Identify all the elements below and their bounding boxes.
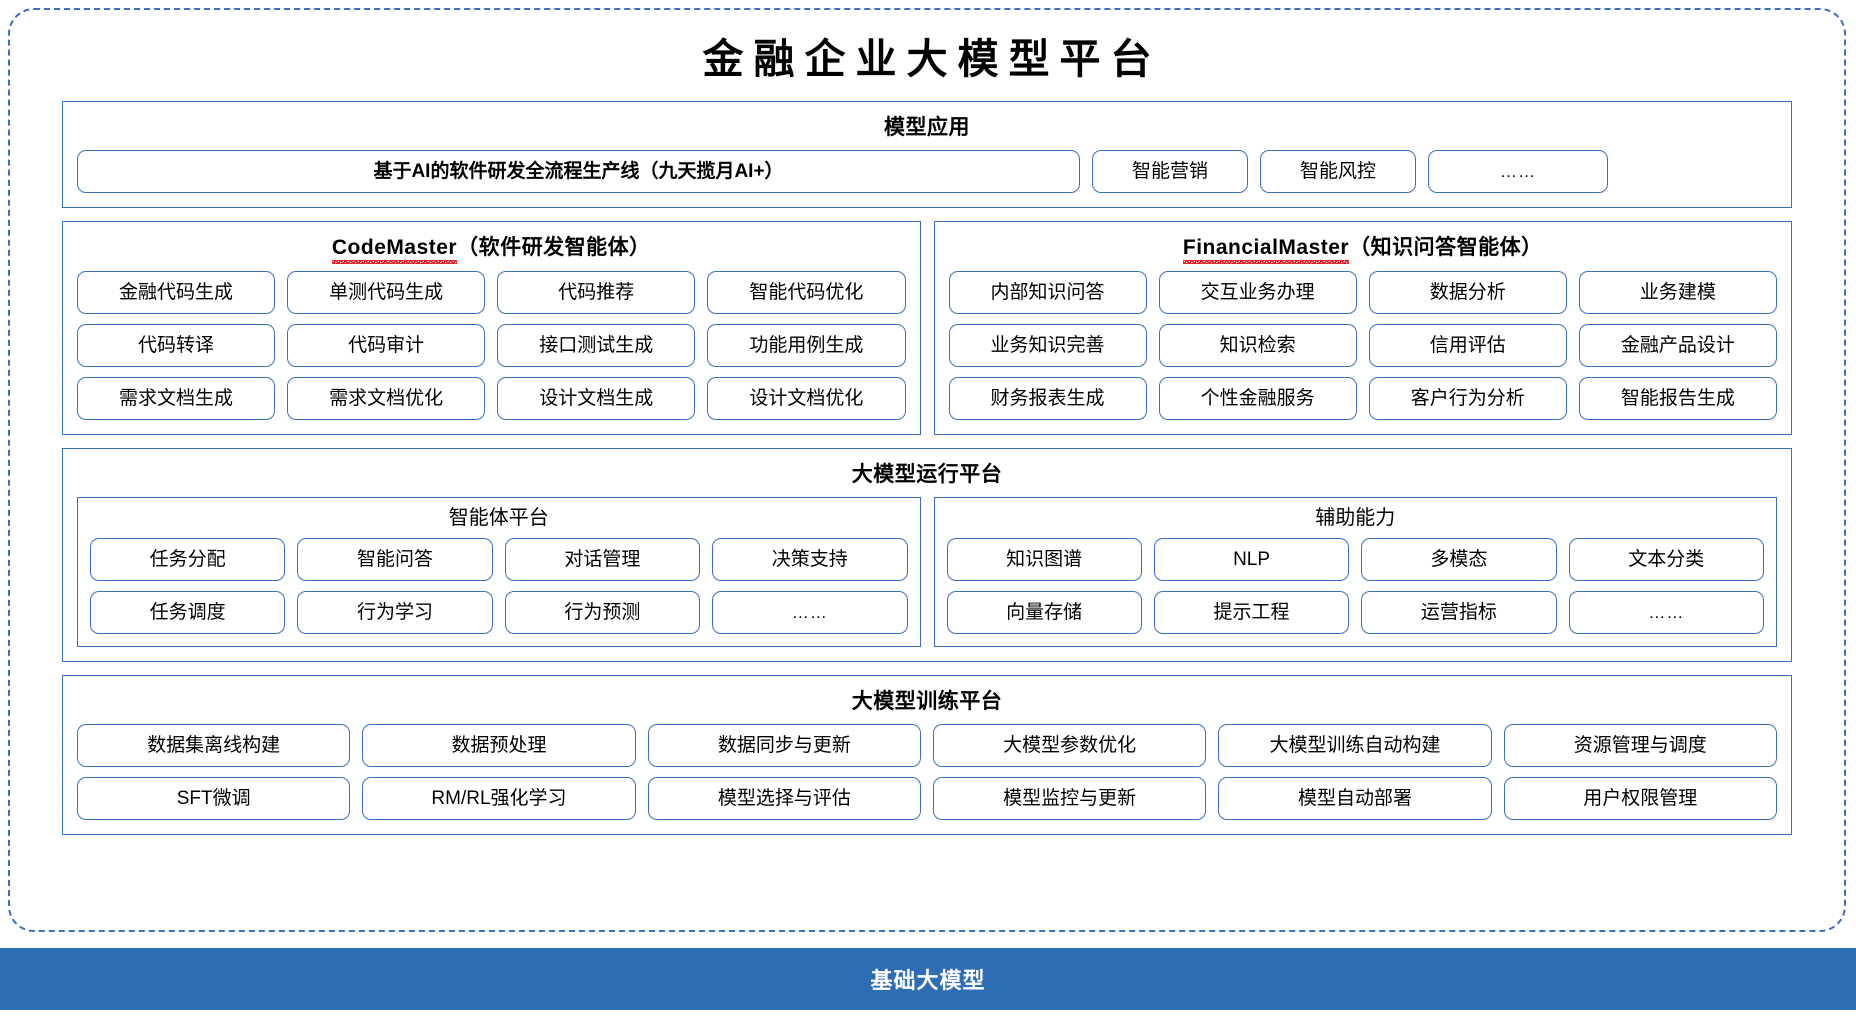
model-application-pill-row: 基于AI的软件研发全流程生产线（九天揽月AI+） 智能营销 智能风控 …… <box>77 150 1777 194</box>
pill-smart-marketing[interactable]: 智能营销 <box>1092 150 1248 194</box>
codemaster-name-cn: （软件研发智能体） <box>457 236 651 260</box>
section-title-model-application: 模型应用 <box>884 116 970 140</box>
section-title-runtime-platform: 大模型运行平台 <box>851 462 1003 486</box>
pill-codemaster-1-4[interactable]: 智能代码优化 <box>707 270 906 314</box>
section-title-financialmaster: FinancialMaster（知识问答智能体） <box>949 232 1778 270</box>
pill-agent-platform-1-2[interactable]: 智能问答 <box>297 537 493 581</box>
pill-financialmaster-2-2[interactable]: 知识检索 <box>1158 323 1357 367</box>
financialmaster-name-cn: （知识问答智能体） <box>1349 236 1543 260</box>
financialmaster-row-2: 业务知识完善 知识检索 信用评估 金融产品设计 <box>948 323 1777 367</box>
pill-financialmaster-2-4[interactable]: 金融产品设计 <box>1578 323 1777 367</box>
pill-codemaster-3-3[interactable]: 设计文档生成 <box>497 376 696 420</box>
pill-codemaster-1-3[interactable]: 代码推荐 <box>497 270 696 314</box>
pill-training-1-4[interactable]: 大模型参数优化 <box>932 723 1207 767</box>
pill-financialmaster-2-1[interactable]: 业务知识完善 <box>948 323 1147 367</box>
section-runtime-platform: 大模型运行平台 智能体平台 任务分配 智能问答 对话管理 决策支持 任务调度 行… <box>62 447 1792 662</box>
pill-agent-platform-1-3[interactable]: 对话管理 <box>504 537 701 581</box>
pill-agent-platform-1-1[interactable]: 任务分配 <box>90 537 286 581</box>
pill-agent-platform-2-2[interactable]: 行为学习 <box>297 590 493 634</box>
financialmaster-name-en: FinancialMaster <box>1182 236 1350 264</box>
section-codemaster: CodeMaster（软件研发智能体） 金融代码生成 单测代码生成 代码推荐 智… <box>62 221 921 435</box>
section-title-training-platform: 大模型训练平台 <box>851 689 1003 713</box>
pill-financialmaster-1-1[interactable]: 内部知识问答 <box>948 270 1147 314</box>
section-training-platform: 大模型训练平台 数据集离线构建 数据预处理 数据同步与更新 大模型参数优化 大模… <box>62 674 1792 835</box>
pill-codemaster-2-2[interactable]: 代码审计 <box>287 323 486 367</box>
pill-agent-platform-2-1[interactable]: 任务调度 <box>90 590 286 634</box>
pill-codemaster-3-2[interactable]: 需求文档优化 <box>287 376 486 420</box>
pill-financialmaster-2-3[interactable]: 信用评估 <box>1368 323 1567 367</box>
pill-ai-software-pipeline[interactable]: 基于AI的软件研发全流程生产线（九天揽月AI+） <box>77 150 1080 194</box>
pill-agent-platform-1-4[interactable]: 决策支持 <box>712 537 908 581</box>
pill-auxiliary-2-3[interactable]: 运营指标 <box>1361 590 1557 634</box>
pill-training-2-1[interactable]: SFT微调 <box>77 776 351 820</box>
pill-training-1-1[interactable]: 数据集离线构建 <box>77 723 351 767</box>
pill-training-1-2[interactable]: 数据预处理 <box>362 723 636 767</box>
pill-auxiliary-more[interactable]: …… <box>1568 590 1764 634</box>
agents-row: CodeMaster（软件研发智能体） 金融代码生成 单测代码生成 代码推荐 智… <box>62 221 1792 435</box>
section-financialmaster: FinancialMaster（知识问答智能体） 内部知识问答 交互业务办理 数… <box>933 221 1792 435</box>
pill-auxiliary-1-4[interactable]: 文本分类 <box>1568 537 1764 581</box>
pill-codemaster-3-4[interactable]: 设计文档优化 <box>707 376 906 420</box>
pill-financialmaster-3-3[interactable]: 客户行为分析 <box>1368 376 1567 420</box>
financialmaster-row-3: 财务报表生成 个性金融服务 客户行为分析 智能报告生成 <box>948 376 1777 420</box>
panel-agent-platform: 智能体平台 任务分配 智能问答 对话管理 决策支持 任务调度 行为学习 行为预测… <box>77 496 921 647</box>
agent-platform-row-2: 任务调度 行为学习 行为预测 …… <box>90 590 908 634</box>
pill-codemaster-1-1[interactable]: 金融代码生成 <box>77 270 276 314</box>
pill-agent-platform-more[interactable]: …… <box>712 590 908 634</box>
pill-codemaster-3-1[interactable]: 需求文档生成 <box>77 376 276 420</box>
codemaster-row-2: 代码转译 代码审计 接口测试生成 功能用例生成 <box>77 323 906 367</box>
pill-more-applications[interactable]: …… <box>1428 150 1608 194</box>
training-platform-row-1: 数据集离线构建 数据预处理 数据同步与更新 大模型参数优化 大模型训练自动构建 … <box>77 723 1777 767</box>
pill-codemaster-2-3[interactable]: 接口测试生成 <box>497 323 696 367</box>
section-title-codemaster: CodeMaster（软件研发智能体） <box>77 232 906 270</box>
auxiliary-row-1: 知识图谱 NLP 多模态 文本分类 <box>946 537 1764 581</box>
runtime-panels: 智能体平台 任务分配 智能问答 对话管理 决策支持 任务调度 行为学习 行为预测… <box>77 496 1777 647</box>
pill-training-2-2[interactable]: RM/RL强化学习 <box>362 776 636 820</box>
pill-auxiliary-2-1[interactable]: 向量存储 <box>946 590 1142 634</box>
codemaster-name-en: CodeMaster <box>331 236 458 264</box>
base-layer-label: 基础大模型 <box>870 968 986 993</box>
pill-financialmaster-3-1[interactable]: 财务报表生成 <box>948 376 1147 420</box>
pill-auxiliary-1-1[interactable]: 知识图谱 <box>946 537 1142 581</box>
panel-title-agent-platform: 智能体平台 <box>448 506 549 529</box>
pill-training-2-4[interactable]: 模型监控与更新 <box>932 776 1207 820</box>
pill-training-2-5[interactable]: 模型自动部署 <box>1218 776 1492 820</box>
pill-codemaster-2-4[interactable]: 功能用例生成 <box>707 323 906 367</box>
diagram-outer-frame: 金融企业大模型平台 模型应用 基于AI的软件研发全流程生产线（九天揽月AI+） … <box>8 8 1846 932</box>
pill-auxiliary-1-2[interactable]: NLP <box>1153 537 1350 581</box>
pill-financialmaster-1-4[interactable]: 业务建模 <box>1578 270 1777 314</box>
pill-agent-platform-2-3[interactable]: 行为预测 <box>504 590 701 634</box>
panel-auxiliary-capabilities: 辅助能力 知识图谱 NLP 多模态 文本分类 向量存储 提示工程 运营指标 …… <box>933 496 1777 647</box>
pill-codemaster-1-2[interactable]: 单测代码生成 <box>287 270 486 314</box>
pill-financialmaster-3-2[interactable]: 个性金融服务 <box>1158 376 1357 420</box>
pill-smart-risk-control[interactable]: 智能风控 <box>1260 150 1416 194</box>
pill-financialmaster-1-3[interactable]: 数据分析 <box>1368 270 1567 314</box>
agent-platform-row-1: 任务分配 智能问答 对话管理 决策支持 <box>90 537 908 581</box>
pill-training-2-6[interactable]: 用户权限管理 <box>1503 776 1777 820</box>
pill-financialmaster-3-4[interactable]: 智能报告生成 <box>1578 376 1777 420</box>
pill-training-1-3[interactable]: 数据同步与更新 <box>647 723 921 767</box>
pill-training-2-3[interactable]: 模型选择与评估 <box>647 776 921 820</box>
pill-training-1-6[interactable]: 资源管理与调度 <box>1503 723 1777 767</box>
codemaster-row-3: 需求文档生成 需求文档优化 设计文档生成 设计文档优化 <box>77 376 906 420</box>
pill-auxiliary-1-3[interactable]: 多模态 <box>1361 537 1557 581</box>
pill-codemaster-2-1[interactable]: 代码转译 <box>77 323 276 367</box>
base-layer-bar: 基础大模型 <box>0 948 1856 1010</box>
panel-title-auxiliary-capabilities: 辅助能力 <box>1315 506 1396 529</box>
codemaster-row-1: 金融代码生成 单测代码生成 代码推荐 智能代码优化 <box>77 270 906 314</box>
financialmaster-row-1: 内部知识问答 交互业务办理 数据分析 业务建模 <box>948 270 1777 314</box>
pill-auxiliary-2-2[interactable]: 提示工程 <box>1153 590 1350 634</box>
page-title: 金融企业大模型平台 <box>702 35 1162 83</box>
training-platform-row-2: SFT微调 RM/RL强化学习 模型选择与评估 模型监控与更新 模型自动部署 用… <box>77 776 1777 820</box>
auxiliary-row-2: 向量存储 提示工程 运营指标 …… <box>946 590 1764 634</box>
pill-training-1-5[interactable]: 大模型训练自动构建 <box>1218 723 1492 767</box>
pill-financialmaster-1-2[interactable]: 交互业务办理 <box>1158 270 1357 314</box>
section-model-application: 模型应用 基于AI的软件研发全流程生产线（九天揽月AI+） 智能营销 智能风控 … <box>62 101 1792 209</box>
